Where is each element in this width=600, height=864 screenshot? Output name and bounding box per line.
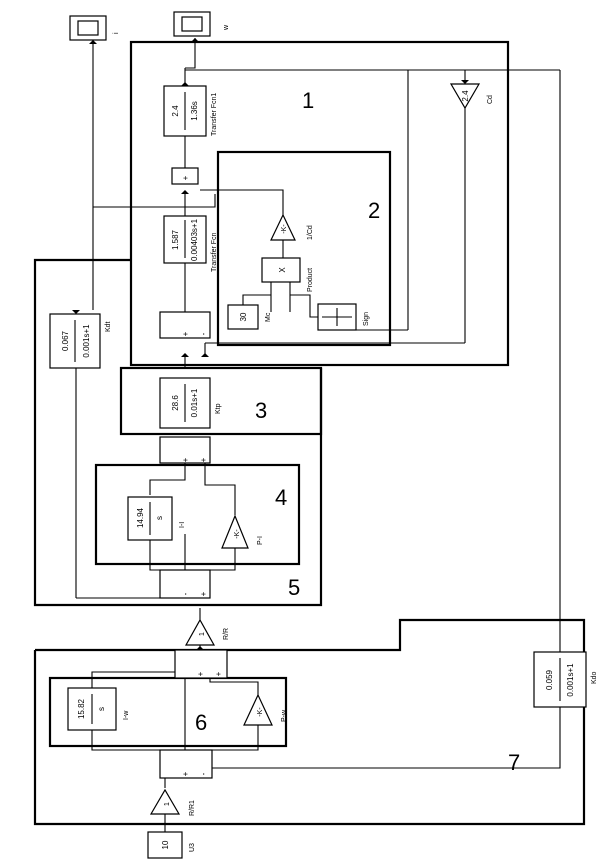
sum-armature[interactable]: + - — [159, 311, 211, 339]
region-5: 5 — [288, 575, 300, 600]
sum-current[interactable]: - + — [159, 569, 211, 599]
scope-i[interactable]: i — [69, 15, 120, 41]
sum-speed[interactable]: + - — [159, 749, 213, 779]
sign-label: Sign — [363, 312, 370, 326]
sum-speed-plus: + — [181, 771, 190, 776]
scope-i-label: i — [113, 32, 120, 34]
sum-pi-current-plus2: + — [199, 457, 208, 462]
inv-cd-gain-block[interactable]: -K- 1/Cd — [270, 213, 314, 241]
i-i-den: s — [155, 516, 164, 520]
i-i-block[interactable]: 14.94 s I-I — [127, 496, 186, 541]
sign-block[interactable]: Sign — [317, 303, 370, 331]
p-w-gain-block[interactable]: -K- P-w — [243, 693, 288, 726]
kdo-den: 0.001s+1 — [566, 663, 575, 697]
tf1-label: Transfer Fcn1 — [211, 93, 218, 136]
sum-top-sign: + — [181, 175, 190, 180]
tf-den: 0.00403s+1 — [190, 218, 199, 261]
cd-gain-block[interactable]: 2.4 Cd — [449, 83, 494, 110]
sum-armature-plus: + — [181, 331, 190, 336]
i-w-block[interactable]: 15.82 s I-w — [67, 687, 130, 731]
inv-cd-value: -K- — [281, 224, 288, 234]
p-i-label: P-I — [257, 536, 264, 545]
frame-6 — [48, 676, 288, 748]
frame-5 — [33, 258, 323, 607]
i-i-label: I-I — [179, 522, 186, 528]
r-r1-gain-block[interactable]: 1 R/R1 — [149, 788, 196, 816]
sum-current-plus: + — [199, 591, 208, 596]
ktp-num: 28.6 — [171, 395, 180, 411]
kdo-block[interactable]: 0.059 0.001s+1 Kdo — [533, 651, 598, 708]
region-6: 6 — [195, 710, 207, 735]
sum-speed-minus: - — [199, 772, 208, 775]
product-label: Product — [307, 268, 314, 292]
sum-pi-speed-plus2: + — [214, 671, 223, 676]
frame-1 — [129, 40, 510, 367]
sum-pi-speed[interactable]: + + — [174, 649, 228, 679]
r-r-label: R/R — [223, 628, 230, 640]
sum-pi-current-plus1: + — [181, 457, 190, 462]
region-2: 2 — [368, 198, 380, 223]
p-w-label: P-w — [281, 709, 288, 722]
frame-4 — [94, 463, 301, 566]
mc-label: Mc — [265, 312, 272, 322]
scope-w[interactable]: w — [173, 11, 230, 37]
kdo-label: Kdo — [591, 671, 598, 684]
tf-label: Transfer Fcn — [211, 232, 218, 272]
sum-top[interactable]: + — [171, 167, 199, 185]
r-r-gain-block[interactable]: 1 R/R — [184, 618, 230, 646]
kdt-num: 0.067 — [61, 330, 70, 351]
frame-3 — [119, 366, 323, 436]
tf1-den: 1.36s — [190, 101, 199, 121]
tf1-num: 2.4 — [171, 105, 180, 117]
sum-pi-current[interactable]: + + — [159, 436, 211, 464]
sum-pi-speed-plus1: + — [196, 671, 205, 676]
sum-armature-minus: - — [199, 332, 208, 335]
ktp-den: 0.01s+1 — [190, 388, 199, 417]
r-r-value: 1 — [199, 632, 206, 636]
p-i-gain-block[interactable]: -K- P-I — [221, 514, 264, 549]
product-symbol: X — [278, 267, 287, 273]
r-r1-value: 1 — [164, 802, 171, 806]
region-7: 7 — [508, 750, 520, 775]
sum-current-minus: - — [181, 592, 190, 595]
cd-label: Cd — [487, 95, 494, 104]
u3-constant-block[interactable]: 10 U3 — [147, 831, 196, 859]
inv-cd-label: 1/Cd — [307, 225, 314, 240]
product-block[interactable]: X Product — [261, 257, 314, 292]
u3-value: 10 — [161, 840, 170, 849]
transfer-fcn1-block[interactable]: 2.4 1.36s Transfer Fcn1 — [163, 85, 218, 137]
scope-w-label: w — [223, 24, 230, 31]
kdt-den: 0.001s+1 — [82, 324, 91, 358]
kdt-label: Kdt — [105, 321, 112, 332]
i-i-num: 14.94 — [136, 507, 145, 528]
frame-7 — [33, 618, 586, 826]
i-w-num: 15.82 — [77, 698, 86, 719]
mc-value: 30 — [239, 312, 248, 321]
kdt-block[interactable]: 0.067 0.001s+1 Kdt — [49, 313, 112, 369]
r-r1-label: R/R1 — [189, 800, 196, 816]
cd-value: 2.4 — [461, 90, 470, 102]
i-w-den: s — [97, 707, 106, 711]
region-1: 1 — [302, 88, 314, 113]
kdo-num: 0.059 — [545, 669, 554, 690]
ktp-label: Ktp — [215, 403, 222, 414]
i-w-label: I-w — [123, 710, 130, 720]
transfer-fcn-block[interactable]: 1.587 0.00403s+1 Transfer Fcn — [163, 215, 218, 272]
arrowheads — [72, 38, 564, 808]
u3-label: U3 — [189, 843, 196, 852]
frame-2 — [216, 150, 392, 347]
ktp-block[interactable]: 28.6 0.01s+1 Ktp — [159, 377, 222, 429]
mc-constant-block[interactable]: 30 Mc — [227, 304, 272, 330]
p-i-value: -K- — [234, 529, 241, 539]
p-w-value: -K- — [257, 707, 264, 717]
region-3: 3 — [255, 398, 267, 423]
region-4: 4 — [275, 485, 287, 510]
tf-num: 1.587 — [171, 229, 180, 250]
